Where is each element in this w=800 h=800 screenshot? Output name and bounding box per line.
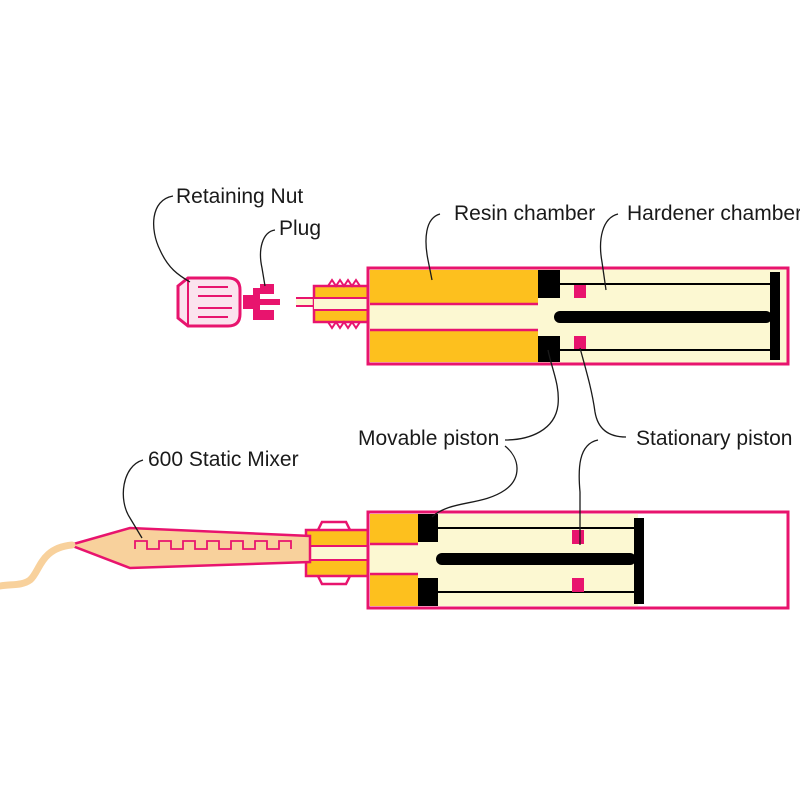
top-cartridge (296, 266, 790, 366)
plug-part (243, 284, 280, 320)
hardener-chamber-label: Hardener chamber (627, 202, 800, 225)
static-mixer-label: 600 Static Mixer (148, 448, 299, 471)
static-mixer-part (0, 526, 312, 590)
plug-label: Plug (279, 217, 321, 240)
retaining-nut-label: Retaining Nut (176, 185, 303, 208)
stationary-piston-label: Stationary piston (636, 427, 792, 450)
retaining-nut-part (176, 276, 242, 328)
leader-lines (122, 195, 627, 545)
resin-chamber-label: Resin chamber (454, 202, 595, 225)
bottom-cartridge (304, 510, 790, 610)
movable-piston-label: Movable piston (358, 427, 499, 450)
